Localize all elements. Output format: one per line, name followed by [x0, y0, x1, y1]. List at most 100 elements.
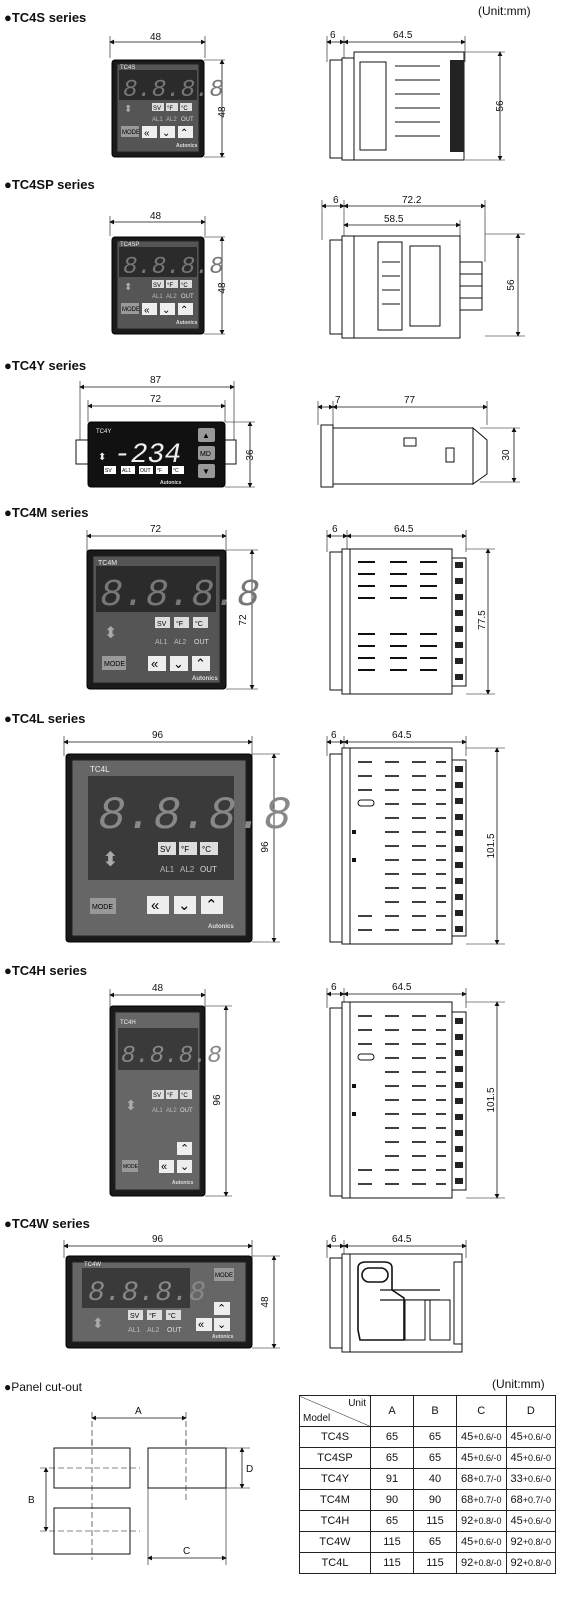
cutout-table-corner: Unit Model [299, 1395, 371, 1427]
cell-b: 90 [413, 1489, 457, 1511]
tc4s-c: °C [181, 106, 188, 112]
tc4s-digits: 8.8.8.8 [123, 77, 224, 104]
tc4h-side-h: 101.5 [486, 1087, 497, 1112]
tc4h-width-dim: 48 [152, 983, 164, 994]
panel-cutout-unit-label: (Unit:mm) [492, 1377, 545, 1391]
tc4m-face-label: TC4M [98, 560, 117, 567]
cell-a: 91 [370, 1468, 414, 1490]
tc4l-f: °F [181, 845, 189, 854]
svg-text:«: « [151, 656, 158, 671]
tc4w-digits: 8.8.8.8 [88, 1278, 206, 1309]
tc4w-sv: SV [130, 1313, 140, 1320]
tc4sp-al1: AL1 [152, 294, 163, 300]
tc4w-brand: Autonics [212, 1334, 234, 1340]
svg-text:⌃: ⌃ [195, 656, 206, 671]
cell-model: TC4SP [299, 1447, 371, 1469]
cutout-table-header-row: Unit Model A B C D [299, 1395, 557, 1427]
tc4sp-al2: AL2 [166, 294, 177, 300]
tc4w-side-view: 6 64.5 [326, 1234, 467, 1353]
tc4sp-side-view: 6 72.2 58.5 56 [321, 195, 525, 339]
cell-c: 92+0.8/-0 [456, 1510, 507, 1532]
cell-a: 115 [370, 1552, 414, 1574]
svg-text:⌄: ⌄ [180, 1161, 189, 1173]
tc4m-side-a: 6 [332, 524, 338, 535]
tc4s-face-label: TC4S [120, 65, 135, 71]
cell-b: 65 [413, 1426, 457, 1448]
svg-text:⌄: ⌄ [162, 305, 170, 316]
corner-model: Model [303, 1413, 331, 1424]
tc4s-mode: MODE [122, 130, 140, 136]
tc4h-side-view: 6 64.5 101.5 [326, 982, 505, 1199]
svg-text:⌄: ⌄ [162, 128, 170, 139]
tc4m-out: OUT [194, 639, 210, 646]
tc4h-sv: SV [153, 1093, 161, 1099]
cell-b: 115 [413, 1510, 457, 1532]
tc4sp-c: °C [181, 283, 188, 289]
cell-d-value: 45 [510, 1515, 523, 1527]
tc4s-side-a: 6 [330, 30, 336, 41]
cell-c-tolerance: +0.6/-0 [473, 1537, 502, 1547]
cell-c-value: 45 [461, 1431, 474, 1443]
svg-text:▼: ▼ [202, 467, 210, 476]
cell-c-value: 68 [461, 1494, 474, 1506]
cell-c-tolerance: +0.7/-0 [473, 1474, 502, 1484]
tc4y-sv: SV [105, 468, 112, 474]
cell-b: 115 [413, 1552, 457, 1574]
series-title-tc4h: ●TC4H series [4, 963, 88, 978]
svg-text:▲: ▲ [202, 431, 210, 440]
tc4s-out: OUT [181, 117, 194, 123]
tc4y-side-a: 7 [335, 395, 341, 406]
tc4y-width-dim: 72 [150, 394, 162, 405]
tc4y-height-dim: 36 [245, 449, 256, 461]
cutout-label-a: A [135, 1406, 142, 1417]
tc4s-height-dim: 48 [217, 106, 228, 118]
cell-d: 92+0.8/-0 [505, 1552, 557, 1574]
tc4l-mode: MODE [92, 904, 113, 911]
tc4w-f: °F [149, 1312, 156, 1320]
tc4h-al2: AL2 [166, 1108, 177, 1114]
cell-d-tolerance: +0.6/-0 [522, 1474, 552, 1484]
tc4h-digits: 8.8.8.8 [121, 1043, 222, 1070]
cell-a: 65 [370, 1510, 414, 1532]
tc4y-side-h: 30 [501, 449, 512, 461]
cell-model: TC4H [299, 1510, 371, 1532]
cell-d-tolerance: +0.8/-0 [522, 1558, 552, 1568]
tc4l-side-h: 101.5 [486, 833, 497, 858]
svg-text:⬍: ⬍ [98, 452, 106, 463]
cutout-label-c: C [183, 1546, 190, 1557]
tc4s-side-h: 56 [495, 100, 506, 112]
tc4w-c: °C [168, 1312, 176, 1320]
tc4m-side-b: 64.5 [394, 524, 414, 535]
tc4w-out: OUT [167, 1327, 183, 1334]
cell-c-tolerance: +0.8/-0 [473, 1558, 502, 1568]
tc4l-brand: Autonics [208, 924, 234, 930]
cell-d-value: 33 [510, 1473, 523, 1485]
cell-b: 65 [413, 1447, 457, 1469]
tc4y-side-view: 7 77 30 [317, 395, 520, 488]
cell-d: 45+0.6/-0 [505, 1426, 557, 1448]
tc4w-al1: AL1 [128, 1327, 141, 1334]
tc4s-width-dim: 48 [150, 32, 162, 43]
tc4sp-width-dim: 48 [150, 211, 162, 222]
tc4l-side-b: 64.5 [392, 730, 412, 741]
tc4m-al1: AL1 [155, 639, 168, 646]
tc4sp-side-c: 58.5 [384, 214, 404, 225]
cell-c-tolerance: +0.8/-0 [473, 1516, 502, 1526]
tc4sp-side-h: 56 [506, 279, 517, 291]
svg-text:«: « [198, 1319, 204, 1331]
tc4sp-height-dim: 48 [217, 282, 228, 294]
cell-d: 33+0.6/-0 [505, 1468, 557, 1490]
panel-cutout-title: ●Panel cut-out [4, 1380, 82, 1394]
cell-d-value: 45 [510, 1452, 523, 1464]
tc4s-front-view: 48 48 TC4S 8.8.8.8 SV °F °C AL1 AL2 OUT … [109, 32, 228, 158]
col-header-c: C [456, 1395, 507, 1427]
series-title-tc4m: ●TC4M series [4, 505, 89, 520]
svg-text:⌃: ⌃ [205, 897, 218, 914]
series-title-tc4s: ●TC4S series [4, 10, 87, 25]
cell-d-value: 45 [510, 1431, 523, 1443]
cell-d: 68+0.7/-0 [505, 1489, 557, 1511]
svg-text:⬍: ⬍ [124, 104, 132, 115]
tc4h-al1: AL1 [152, 1108, 163, 1114]
panel-cutout-drawing: A B D C [28, 1406, 253, 1565]
